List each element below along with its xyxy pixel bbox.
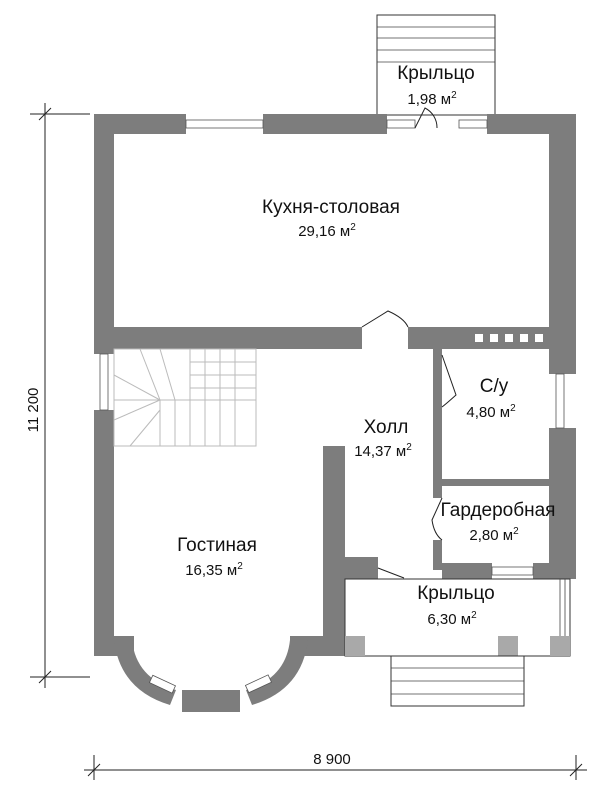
room-name: Холл bbox=[364, 417, 409, 438]
room-label-wardrobe: Гардеробная 2,80 м2 bbox=[441, 500, 556, 544]
area-unit-sup: 2 bbox=[451, 90, 457, 101]
room-name: Гостиная bbox=[177, 535, 257, 556]
bottom-porch bbox=[344, 578, 571, 707]
top-porch-steps bbox=[376, 14, 496, 116]
room-area: 4,80 м bbox=[466, 404, 510, 421]
svg-text:1,98 м2: 1,98 м2 bbox=[407, 90, 457, 108]
svg-text:2,80 м2: 2,80 м2 bbox=[469, 526, 519, 544]
svg-text:16,35 м2: 16,35 м2 bbox=[185, 561, 243, 579]
room-area: 6,30 м bbox=[427, 611, 471, 628]
area-unit-sup: 2 bbox=[513, 526, 519, 537]
room-name: Гардеробная bbox=[441, 500, 556, 521]
svg-text:14,37 м2: 14,37 м2 bbox=[354, 442, 412, 460]
room-name: Крыльцо bbox=[397, 63, 475, 84]
svg-text:29,16 м2: 29,16 м2 bbox=[298, 222, 356, 240]
windows bbox=[99, 119, 565, 576]
room-label-porch-bottom: Крыльцо 6,30 м2 bbox=[417, 583, 495, 628]
svg-text:4,80 м2: 4,80 м2 bbox=[466, 403, 516, 421]
room-area: 14,37 м bbox=[354, 443, 406, 460]
bay-window-wall bbox=[114, 640, 308, 712]
area-unit-sup: 2 bbox=[471, 610, 477, 621]
room-name: Кухня-столовая bbox=[262, 197, 400, 218]
room-area: 1,98 м bbox=[407, 91, 451, 108]
dimension-height-label: 11 200 bbox=[25, 388, 42, 433]
svg-text:6,30 м2: 6,30 м2 bbox=[427, 610, 477, 628]
room-area: 16,35 м bbox=[185, 562, 237, 579]
area-unit-sup: 2 bbox=[406, 442, 412, 453]
area-unit-sup: 2 bbox=[237, 561, 243, 572]
room-label-porch-top: Крыльцо 1,98 м2 bbox=[397, 63, 475, 108]
area-unit-sup: 2 bbox=[510, 403, 516, 414]
doors bbox=[361, 107, 457, 579]
vent-openings bbox=[475, 334, 543, 342]
room-label-living-room: Гостиная 16,35 м2 bbox=[177, 535, 257, 579]
room-name: Крыльцо bbox=[417, 583, 495, 604]
dimension-horizontal: 8 900 bbox=[84, 751, 587, 780]
area-unit-sup: 2 bbox=[350, 222, 356, 233]
room-label-hall: Холл 14,37 м2 bbox=[354, 417, 412, 460]
room-name: С/у bbox=[480, 376, 509, 397]
dimension-vertical: 11 200 bbox=[25, 103, 90, 688]
dimension-width-label: 8 900 bbox=[313, 751, 351, 768]
staircase bbox=[113, 348, 257, 447]
room-area: 2,80 м bbox=[469, 527, 513, 544]
room-area: 29,16 м bbox=[298, 223, 350, 240]
room-label-bathroom: С/у 4,80 м2 bbox=[466, 376, 516, 421]
room-label-kitchen-dining: Кухня-столовая 29,16 м2 bbox=[262, 197, 400, 240]
